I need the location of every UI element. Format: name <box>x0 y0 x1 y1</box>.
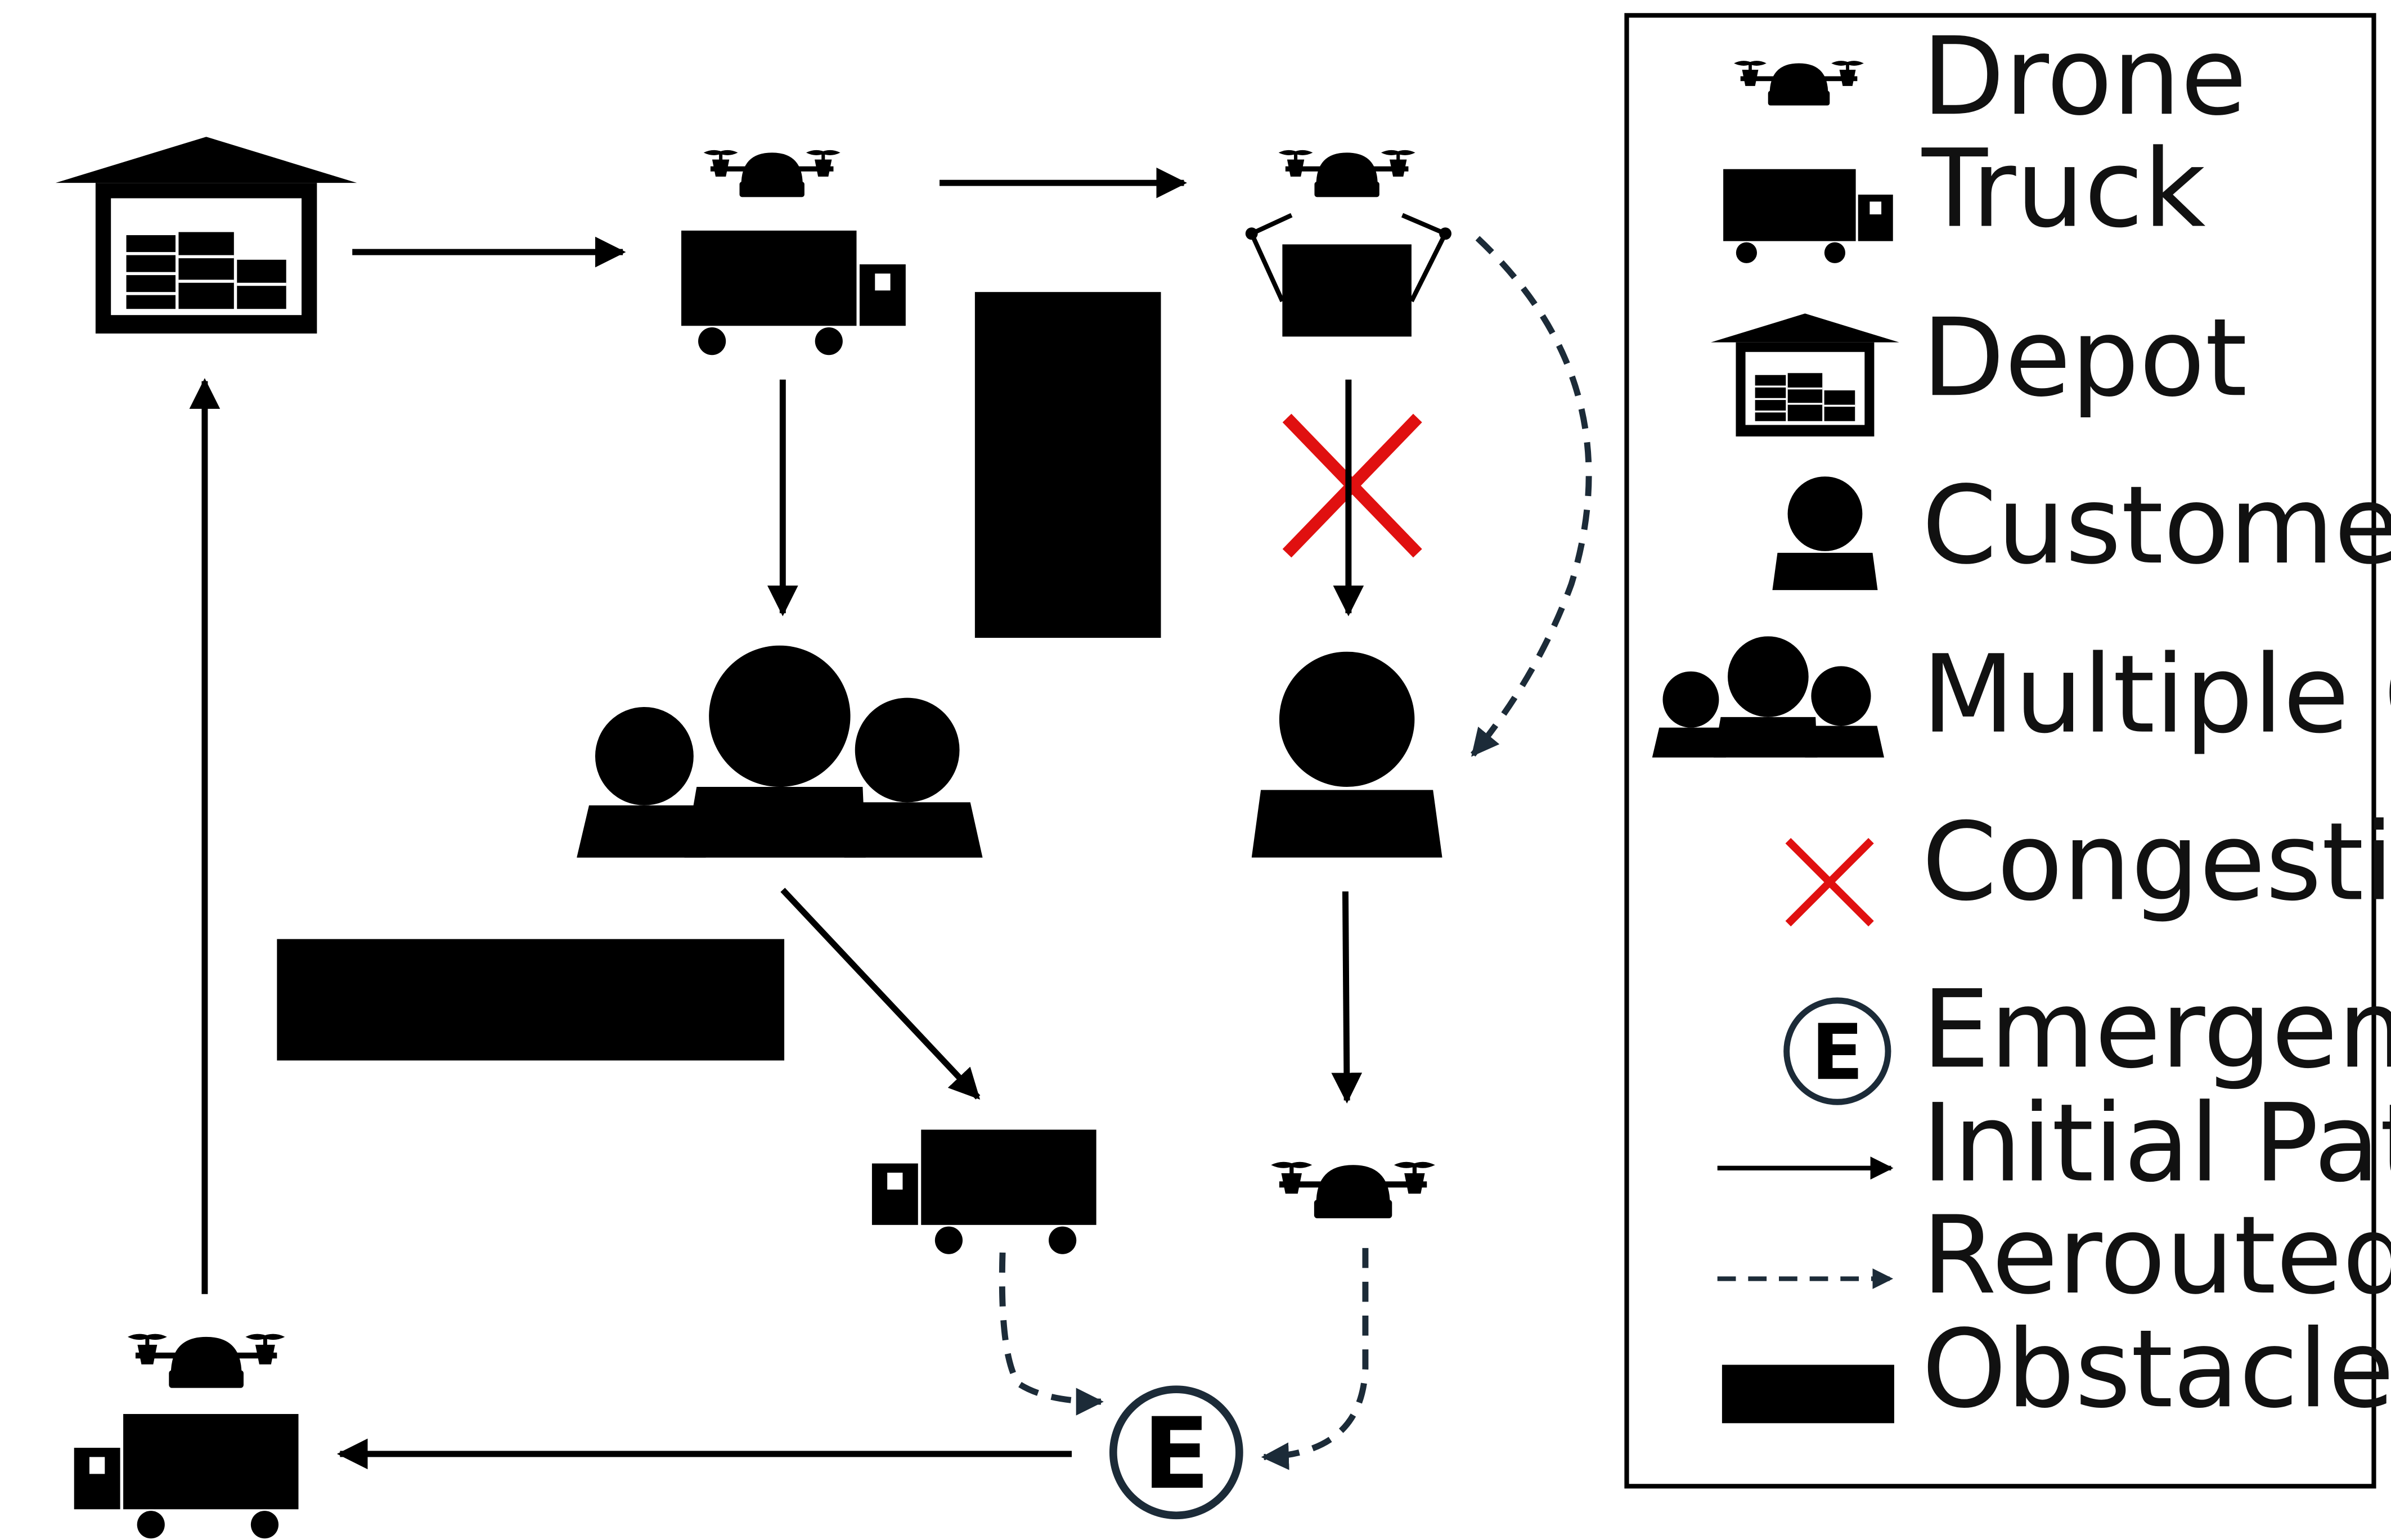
reroute-drone-around-congestion <box>1471 236 1592 757</box>
truck-node-bottom <box>871 1129 1096 1254</box>
legend-initial-path-label: Initial Path <box>1922 1081 2391 1206</box>
legend-congestion-label: Congestion Zone <box>1922 800 2391 925</box>
legend-customer-label: Customer <box>1922 463 2391 588</box>
congestion-zone-x <box>1282 413 1422 558</box>
legend-multiple-customers-label: Multiple Customers <box>1922 632 2391 758</box>
drone-node-bottom <box>1271 1161 1435 1218</box>
emergency-landing-node: E <box>1109 1385 1243 1520</box>
customer-node <box>1251 651 1442 858</box>
depot-node <box>56 137 357 334</box>
truck-icon <box>74 1413 299 1539</box>
reroute-truck-to-emergency <box>999 1252 1104 1416</box>
drone-with-package-node <box>1245 150 1451 337</box>
legend-emergency-icon: E <box>1783 997 1891 1105</box>
drone-truck-node-top <box>681 150 906 355</box>
legend-obstacle-icon <box>1722 1365 1894 1424</box>
legend-congestion-icon <box>1785 837 1874 927</box>
initial-paths <box>189 167 1364 1470</box>
legend-drone-label: Drone <box>1922 14 2247 139</box>
rerouted-paths <box>999 236 1592 1470</box>
legend-depot-label: Depot <box>1922 295 2247 421</box>
legend-rerouted-path-label: Rerouted Path <box>1922 1193 2391 1318</box>
legend-obstacle-label: Obstacle <box>1922 1307 2391 1432</box>
truck-icon <box>681 230 906 355</box>
reroute-drone-to-emergency <box>1261 1248 1369 1470</box>
path-customers-to-truck <box>780 888 981 1100</box>
drone-icon <box>1278 150 1415 197</box>
obstacle-vertical <box>974 292 1161 638</box>
legend-emergency-letter: E <box>1811 1008 1863 1097</box>
drone-icon <box>703 150 841 197</box>
obstacle-horizontal <box>277 939 785 1061</box>
legend: Drone Truck Depot Customer Multiple Cust… <box>1624 13 2391 1489</box>
drone-truck-node-bottom <box>74 1334 299 1539</box>
emergency-letter: E <box>1143 1397 1210 1511</box>
package-icon <box>1282 244 1412 337</box>
legend-truck-label: Truck <box>1921 127 2206 252</box>
legend-emergency-label: Emergency Landing <box>1922 967 2391 1092</box>
drone-icon <box>127 1334 285 1388</box>
path-customer-to-drone <box>1331 891 1363 1104</box>
multiple-customers-node <box>577 645 983 858</box>
